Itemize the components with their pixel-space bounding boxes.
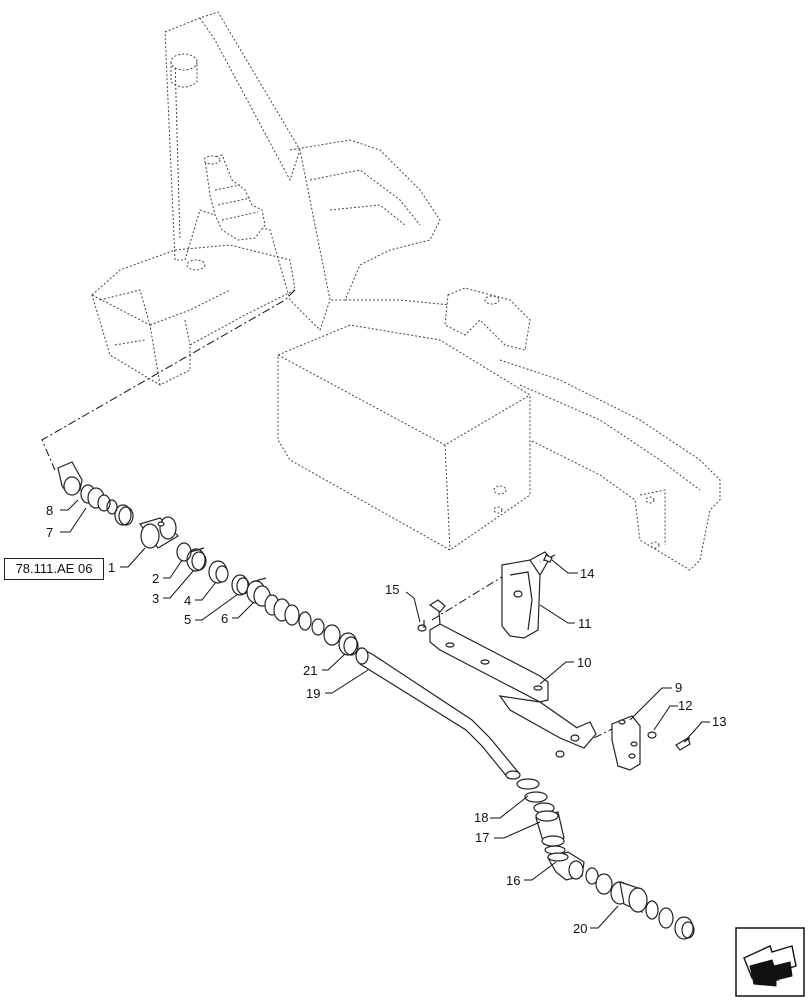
part-14-screw — [543, 554, 553, 563]
callout-12: 12 — [678, 698, 692, 713]
part-2-ring — [176, 542, 192, 562]
callout-labels: 8 7 1 2 3 4 5 6 21 19 15 14 11 10 9 12 1… — [46, 503, 726, 936]
callout-4: 4 — [184, 593, 191, 608]
part-11-guard — [501, 551, 551, 639]
next-page-arrow-icon[interactable] — [735, 927, 805, 997]
callout-3: 3 — [152, 591, 159, 606]
part-13-bolt — [675, 737, 691, 751]
part-15-screw — [417, 620, 427, 632]
part-9-bracket — [611, 715, 641, 771]
callout-17: 17 — [475, 830, 489, 845]
part-7-fitting — [80, 484, 118, 515]
threaded-adapter — [264, 594, 325, 636]
leader-lines — [60, 499, 710, 929]
callout-20: 20 — [573, 921, 587, 936]
part-10-bracket — [428, 599, 597, 749]
routing-centerline — [41, 289, 296, 471]
callout-19: 19 — [306, 686, 320, 701]
bracket-routing-line-a — [431, 574, 506, 621]
part-19-hose — [355, 647, 521, 780]
part-17-fitting — [535, 810, 566, 855]
part-1-coupler — [139, 516, 179, 549]
part-3-clamp — [186, 547, 207, 572]
reference-link-78-111-ae-06[interactable]: 78.111.AE 06 — [4, 558, 104, 580]
part-21-clamp — [323, 624, 359, 656]
part-18-rings — [516, 778, 555, 814]
callout-8: 8 — [46, 503, 53, 518]
ghosted-machine-frame — [91, 11, 721, 571]
callout-2: 2 — [152, 571, 159, 586]
callout-9: 9 — [675, 680, 682, 695]
part-12-washer — [647, 731, 657, 739]
part-8-elbow — [57, 461, 83, 496]
hose-clamp-upper — [114, 504, 134, 526]
callout-10: 10 — [577, 655, 591, 670]
bracket-routing-line-b — [539, 554, 556, 563]
part-16-elbow — [547, 851, 585, 881]
callout-14: 14 — [580, 566, 594, 581]
callout-1: 1 — [108, 560, 115, 575]
callout-11: 11 — [578, 616, 592, 631]
callout-16: 16 — [506, 873, 520, 888]
callout-6: 6 — [221, 611, 228, 626]
callout-15: 15 — [385, 582, 399, 597]
part-20-coupler — [585, 867, 695, 940]
callout-21: 21 — [303, 663, 317, 678]
callout-5: 5 — [184, 612, 191, 627]
part-6-fitting — [246, 577, 271, 607]
bracket-nut — [555, 750, 565, 758]
callout-7: 7 — [46, 525, 53, 540]
callout-18: 18 — [474, 810, 488, 825]
part-4-ring — [208, 560, 229, 584]
callout-13: 13 — [712, 714, 726, 729]
